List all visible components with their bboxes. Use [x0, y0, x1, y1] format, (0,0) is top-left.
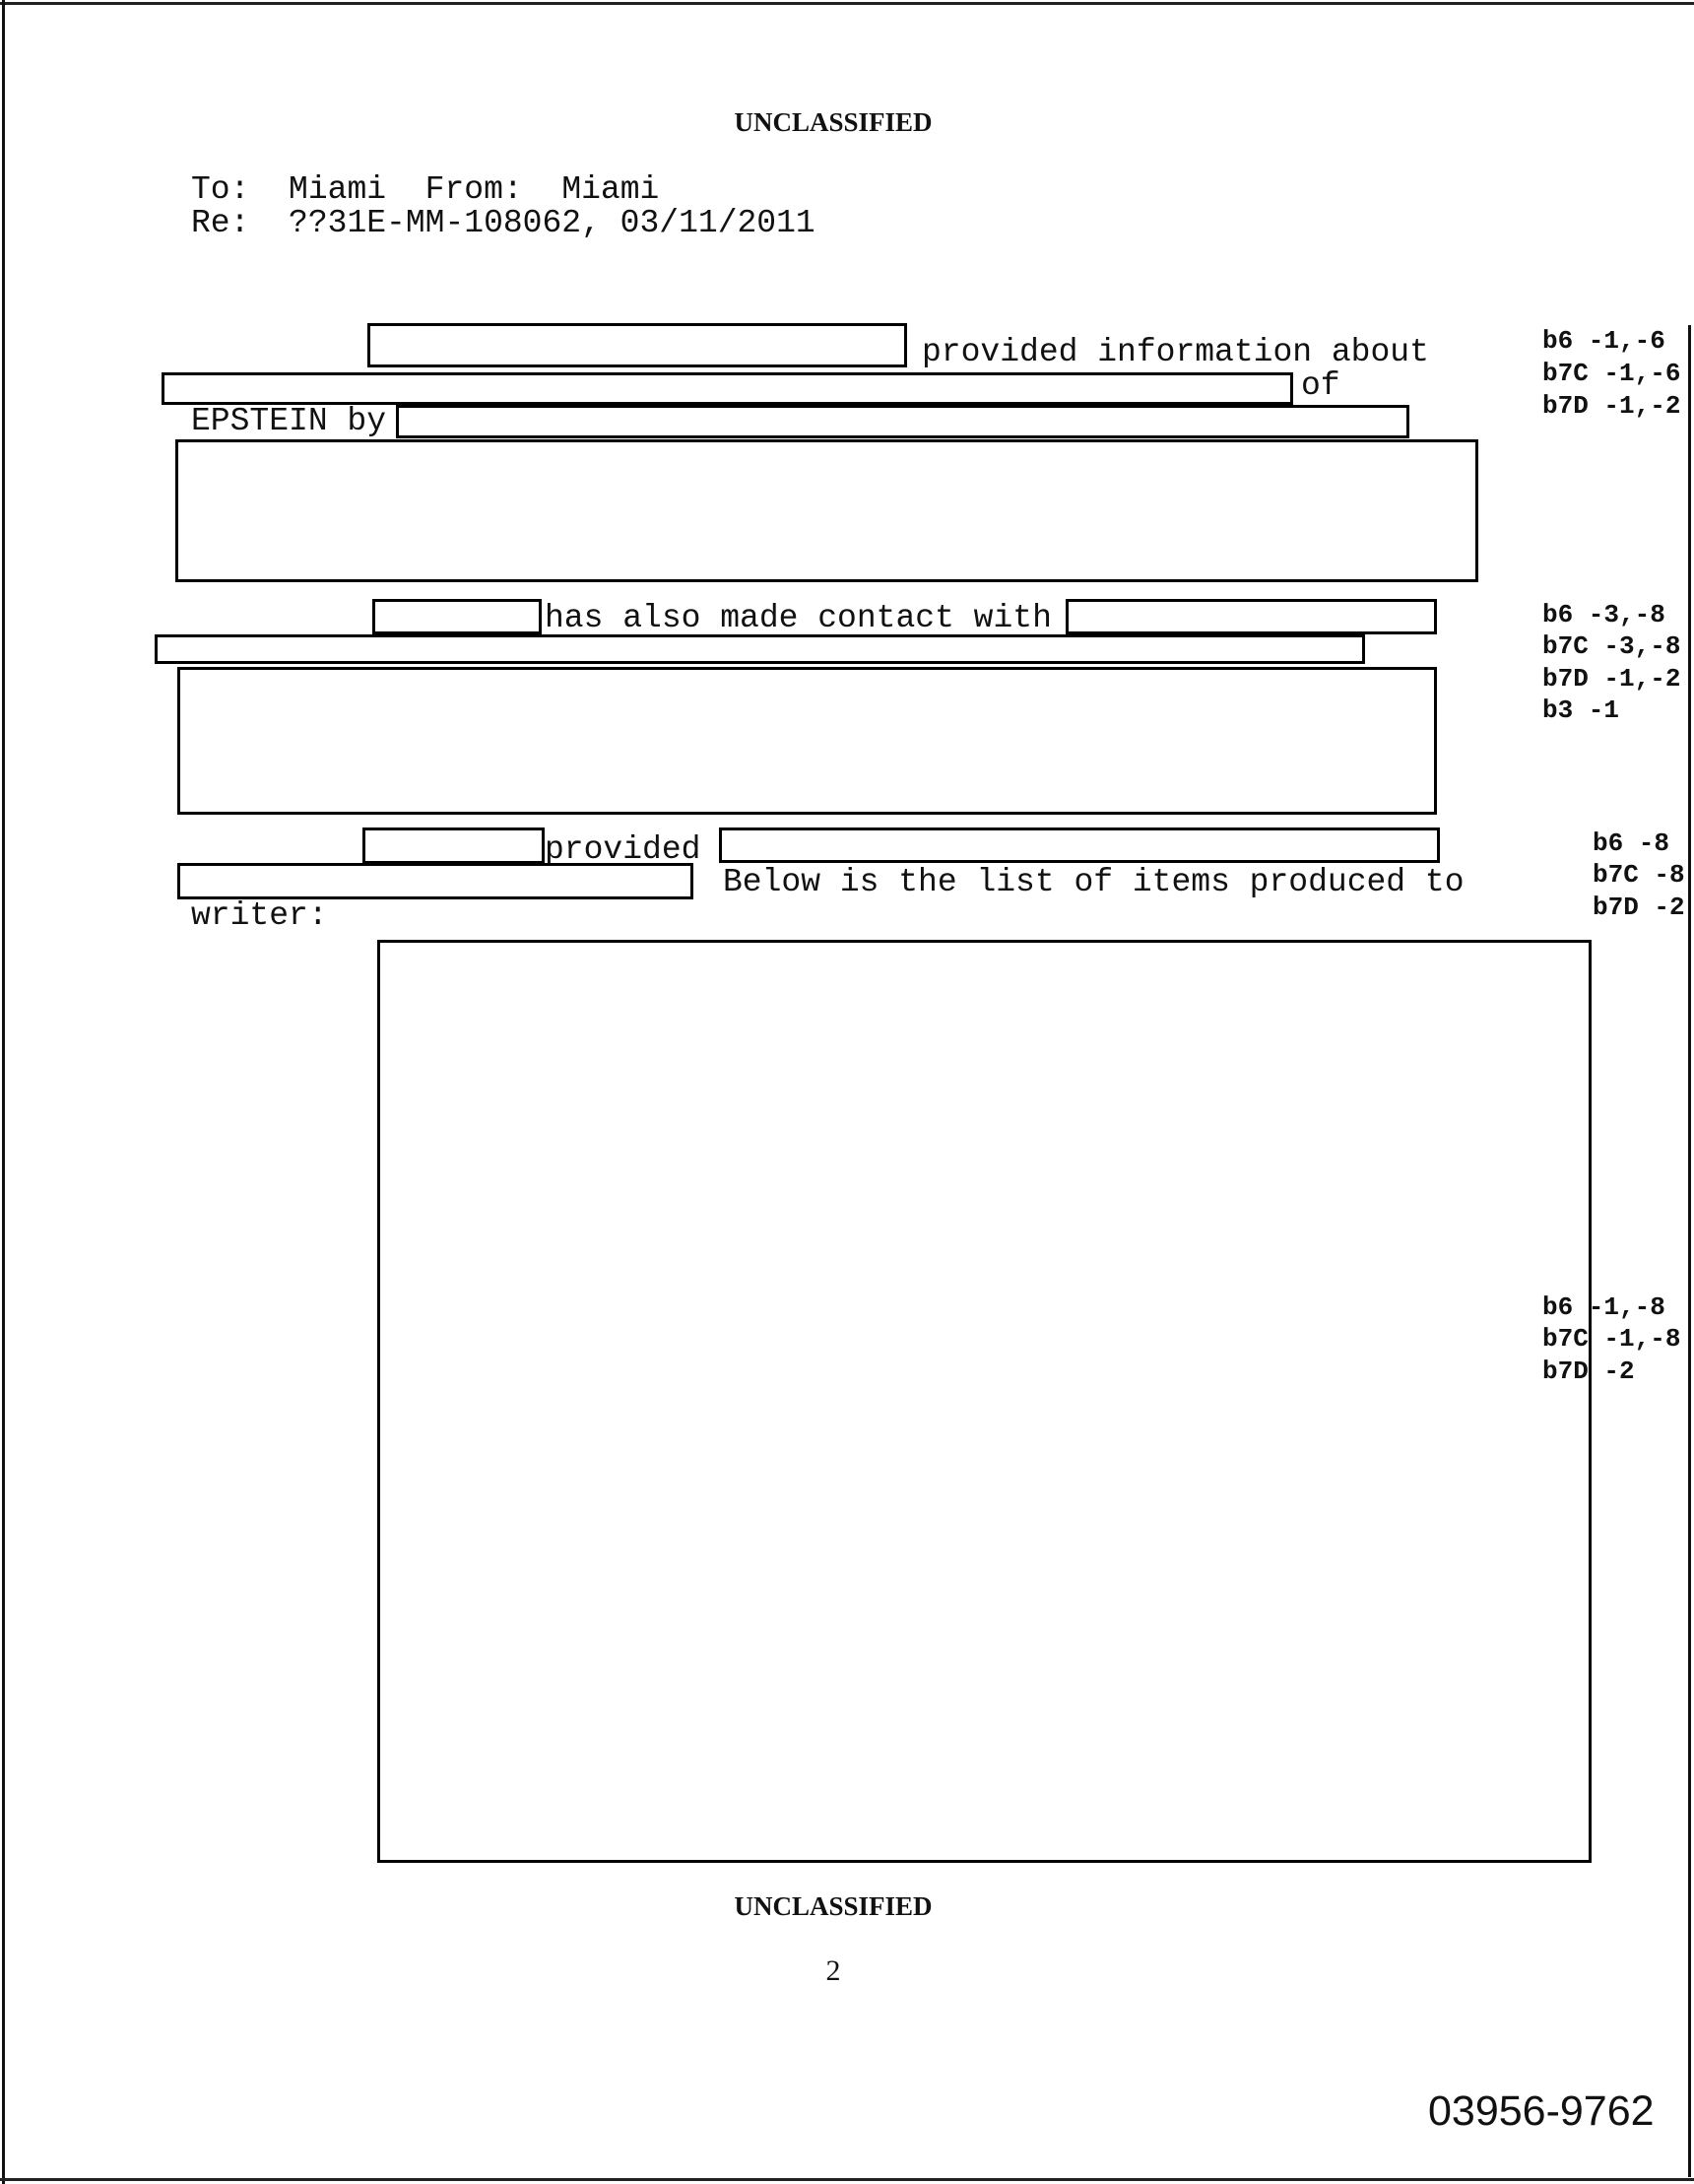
redaction-box — [362, 827, 545, 864]
to-label: To: — [191, 171, 250, 208]
exemption-code: b7C -1,-8 — [1542, 1324, 1681, 1354]
exemption-code: b7D -1,-2 — [1542, 664, 1681, 694]
exemption-code: b6 -8 — [1593, 828, 1670, 858]
redaction-box — [367, 323, 907, 367]
redaction-box — [162, 372, 1293, 405]
classification-footer: UNCLASSIFIED — [734, 1891, 933, 1921]
exemption-code: b7D -2 — [1542, 1357, 1635, 1386]
exemption-code: b7D -2 — [1593, 893, 1685, 922]
redaction-box — [372, 599, 542, 634]
redaction-box — [377, 940, 1592, 1863]
body-text: has also made contact with — [545, 600, 1052, 636]
exemption-code: b6 -3,-8 — [1542, 600, 1665, 629]
left-border — [2, 0, 5, 2184]
bates-number: 03956-9762 — [1428, 2087, 1655, 2135]
redaction-box — [177, 863, 693, 899]
exemption-code: b7C -1,-6 — [1542, 359, 1681, 388]
body-text: EPSTEIN by — [191, 403, 387, 439]
from-label: From: — [424, 171, 523, 208]
body-text: Below is the list of items produced to — [723, 864, 1465, 900]
body-text: of — [1301, 367, 1340, 404]
exemption-code: b7C -3,-8 — [1542, 631, 1681, 661]
redaction-box — [177, 667, 1437, 815]
body-text: provided — [545, 831, 701, 868]
redaction-box — [155, 634, 1365, 664]
right-border — [1688, 325, 1691, 2177]
redaction-box — [396, 405, 1409, 438]
exemption-code: b3 -1 — [1542, 695, 1620, 725]
redaction-box — [175, 439, 1478, 582]
redaction-box — [1066, 599, 1437, 634]
re-label: Re: — [191, 205, 250, 241]
exemption-code: b6 -1,-6 — [1542, 326, 1665, 356]
body-text: provided information about — [922, 334, 1429, 370]
classification-header: UNCLASSIFIED — [734, 107, 933, 137]
to-value: Miami — [289, 171, 387, 208]
body-text: writer: — [191, 897, 328, 934]
redaction-box — [719, 827, 1440, 863]
exemption-code: b6 -1,-8 — [1542, 1292, 1665, 1322]
from-value: Miami — [561, 171, 660, 208]
bottom-border — [0, 2178, 1694, 2181]
re-value: ??31E-MM-108062, 03/11/2011 — [289, 205, 815, 241]
exemption-code: b7C -8 — [1593, 860, 1685, 890]
memo-to-line: To: Miami From: Miami — [191, 173, 659, 206]
top-border — [0, 2, 1694, 5]
exemption-code: b7D -1,-2 — [1542, 391, 1681, 421]
page-number: 2 — [825, 1954, 841, 1987]
memo-re-line: Re: ??31E-MM-108062, 03/11/2011 — [191, 207, 815, 239]
